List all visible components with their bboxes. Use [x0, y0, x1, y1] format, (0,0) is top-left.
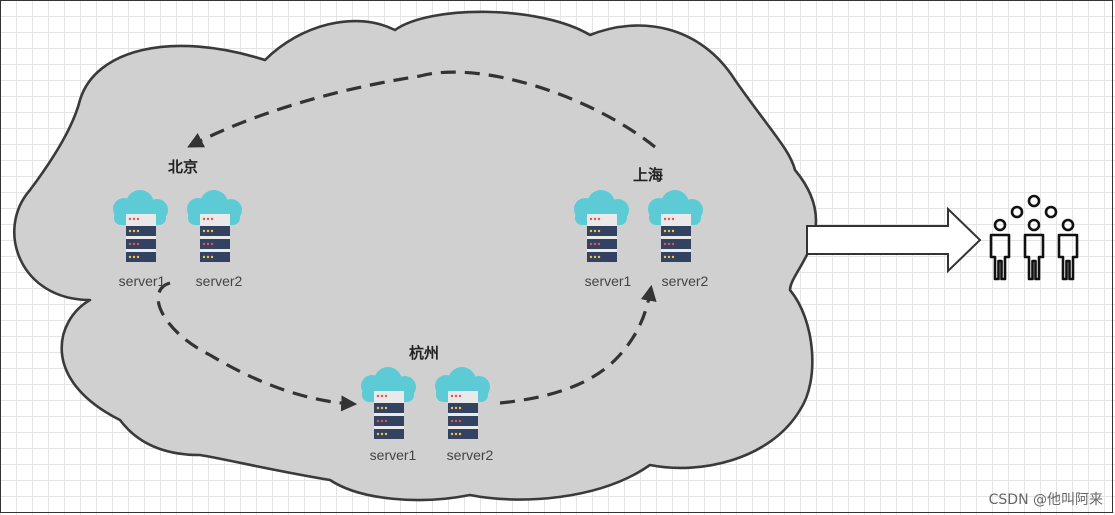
region-label-shanghai: 上海 — [633, 166, 663, 184]
region-label-hangzhou: 杭州 — [409, 344, 439, 362]
server-label-hangzhou-2: server2 — [447, 447, 494, 463]
server-label-shanghai-2: server2 — [662, 273, 709, 289]
flow-arrow-hangzhou-to-shanghai — [499, 284, 657, 405]
server-label-shanghai-1: server1 — [585, 273, 632, 289]
flow-arrow-beijing-to-hangzhou — [156, 281, 358, 412]
server-label-hangzhou-1: server1 — [370, 447, 417, 463]
flow-arrow-shanghai-to-beijing — [187, 70, 656, 149]
server-label-beijing-2: server2 — [196, 273, 243, 289]
server-label-beijing-1: server1 — [119, 273, 166, 289]
watermark: CSDN @他叫阿来 — [988, 492, 1103, 508]
region-label-beijing: 北京 — [168, 158, 198, 176]
output-arrow-icon — [806, 206, 982, 274]
users-group-icon — [989, 194, 1079, 281]
